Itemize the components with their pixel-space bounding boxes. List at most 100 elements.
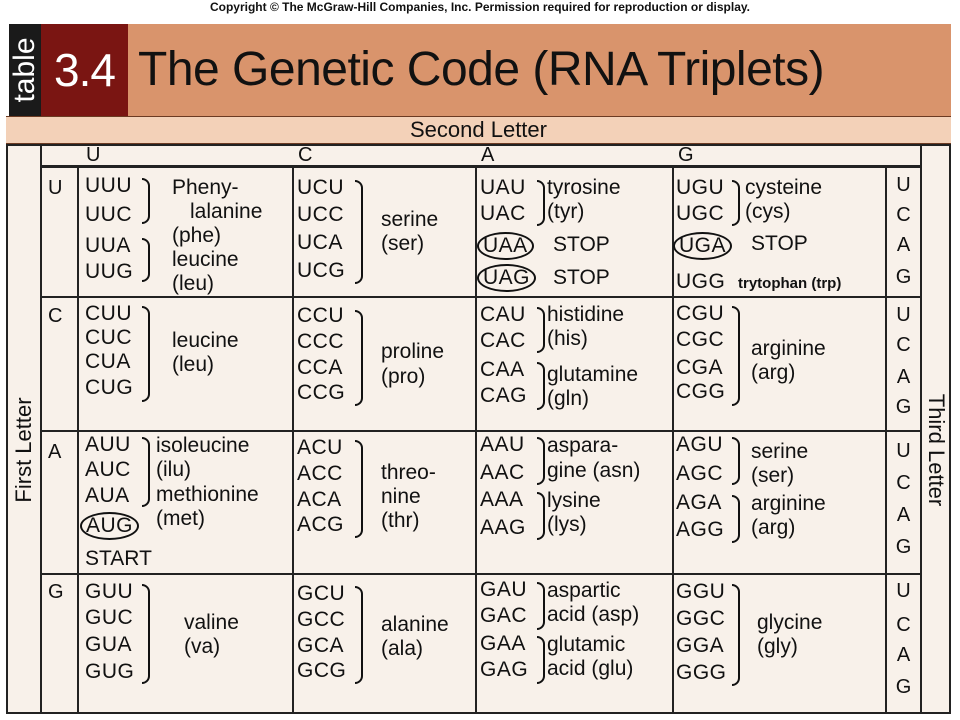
third-letter: C xyxy=(896,204,911,226)
amino-acid: tyrosine xyxy=(547,176,621,199)
codon-bracket xyxy=(355,586,363,684)
codon-bracket xyxy=(142,178,150,224)
codon: UUU xyxy=(85,174,132,197)
codon: GAA xyxy=(480,632,526,655)
codon: ACA xyxy=(297,488,342,511)
column-divider xyxy=(920,146,922,714)
third-letter: A xyxy=(896,366,911,388)
codon-bracket xyxy=(537,492,545,540)
codon-bracket xyxy=(732,180,740,226)
codon: GGC xyxy=(676,607,726,630)
codon-bracket xyxy=(355,310,363,406)
codon: GUU xyxy=(85,580,134,603)
row-header: G xyxy=(48,581,64,603)
row-divider xyxy=(40,573,922,575)
amino-acid: methionine xyxy=(156,483,259,506)
column-divider xyxy=(40,146,42,714)
column-header: G xyxy=(678,144,694,166)
page-title: The Genetic Code (RNA Triplets) xyxy=(138,43,825,96)
codon-bracket xyxy=(732,495,740,543)
codon: CAG xyxy=(480,384,528,407)
codon: AGC xyxy=(676,462,724,485)
codon: UAU xyxy=(480,176,526,199)
codon: UUG xyxy=(85,260,134,283)
codon: CCG xyxy=(297,381,346,404)
table-number: 3.4 xyxy=(41,24,128,116)
stop-codon: UAA xyxy=(477,232,534,260)
codon: AUA xyxy=(85,484,130,507)
codon: ACG xyxy=(297,513,345,536)
amino-acid: (arg) xyxy=(751,516,796,539)
amino-acid: nine xyxy=(381,485,421,508)
codon-bracket xyxy=(142,437,150,507)
codon: GUA xyxy=(85,633,133,656)
codon: GGU xyxy=(676,580,726,603)
codon-bracket xyxy=(537,582,545,630)
row-header: A xyxy=(48,441,62,463)
codon-bracket xyxy=(142,584,150,684)
first-letter-label: First Letter xyxy=(11,397,36,503)
column-divider xyxy=(885,168,887,714)
codon: CGG xyxy=(676,380,726,403)
row-header: C xyxy=(48,305,63,327)
codon: CUC xyxy=(85,326,132,349)
codon: CAA xyxy=(480,358,525,381)
codon: GCA xyxy=(297,634,345,657)
codon: AGU xyxy=(676,433,724,456)
third-letter-axis: Third Letter xyxy=(920,300,952,600)
amino-acid: (leu) xyxy=(172,272,215,295)
codon: UUA xyxy=(85,234,131,257)
codon: UCG xyxy=(297,259,346,282)
column-divider xyxy=(77,168,79,714)
amino-acid: proline xyxy=(381,340,445,363)
table-tab: table xyxy=(8,24,41,116)
codon: AGA xyxy=(676,491,722,514)
third-letter: C xyxy=(896,614,911,636)
amino-acid: (ala) xyxy=(381,637,424,660)
codon: UCU xyxy=(297,176,344,199)
stop-label: STOP xyxy=(553,233,610,256)
code-table-frame xyxy=(6,144,951,714)
column-divider xyxy=(475,168,477,714)
codon-bracket xyxy=(355,180,363,284)
third-letter: G xyxy=(895,676,912,698)
first-letter-axis: First Letter xyxy=(8,300,40,600)
codon: UGG xyxy=(676,270,726,293)
amino-acid: glutamine xyxy=(547,363,639,386)
codon: AAA xyxy=(480,488,524,511)
codon-bracket xyxy=(142,238,150,282)
codon: CUG xyxy=(85,376,134,399)
third-letter: U xyxy=(896,580,911,602)
amino-acid: (gly) xyxy=(757,635,798,658)
column-divider xyxy=(292,168,294,714)
codon: AUU xyxy=(85,433,131,456)
codon: AAG xyxy=(480,516,526,539)
codon-bracket xyxy=(537,437,545,485)
codon: CAU xyxy=(480,303,526,326)
third-letter: A xyxy=(896,644,911,666)
amino-acid: serine xyxy=(381,208,439,231)
codon: GGA xyxy=(676,634,725,657)
title-bar xyxy=(128,24,951,116)
amino-acid: (his) xyxy=(547,327,588,350)
codon: GGG xyxy=(676,661,727,684)
stop-codon: UGA xyxy=(673,232,733,260)
third-letter: C xyxy=(896,334,911,356)
third-letter: G xyxy=(895,266,912,288)
amino-acid: acid (glu) xyxy=(547,657,634,680)
column-header: C xyxy=(298,144,313,166)
start-codon: AUG xyxy=(80,512,140,540)
codon-bracket xyxy=(537,362,545,410)
codon: GUG xyxy=(85,660,135,683)
amino-acid: (pro) xyxy=(381,365,426,388)
row-header: U xyxy=(48,177,63,199)
amino-acid: (gln) xyxy=(547,387,590,410)
header-divider xyxy=(40,165,922,168)
codon-bracket xyxy=(732,306,740,406)
amino-acid: (tyr) xyxy=(547,200,585,223)
codon: AAC xyxy=(480,461,525,484)
copyright-notice: Copyright © The McGraw-Hill Companies, I… xyxy=(209,0,751,14)
amino-acid: (ser) xyxy=(381,232,425,255)
column-header: U xyxy=(86,144,101,166)
stop-label: STOP xyxy=(553,266,610,289)
